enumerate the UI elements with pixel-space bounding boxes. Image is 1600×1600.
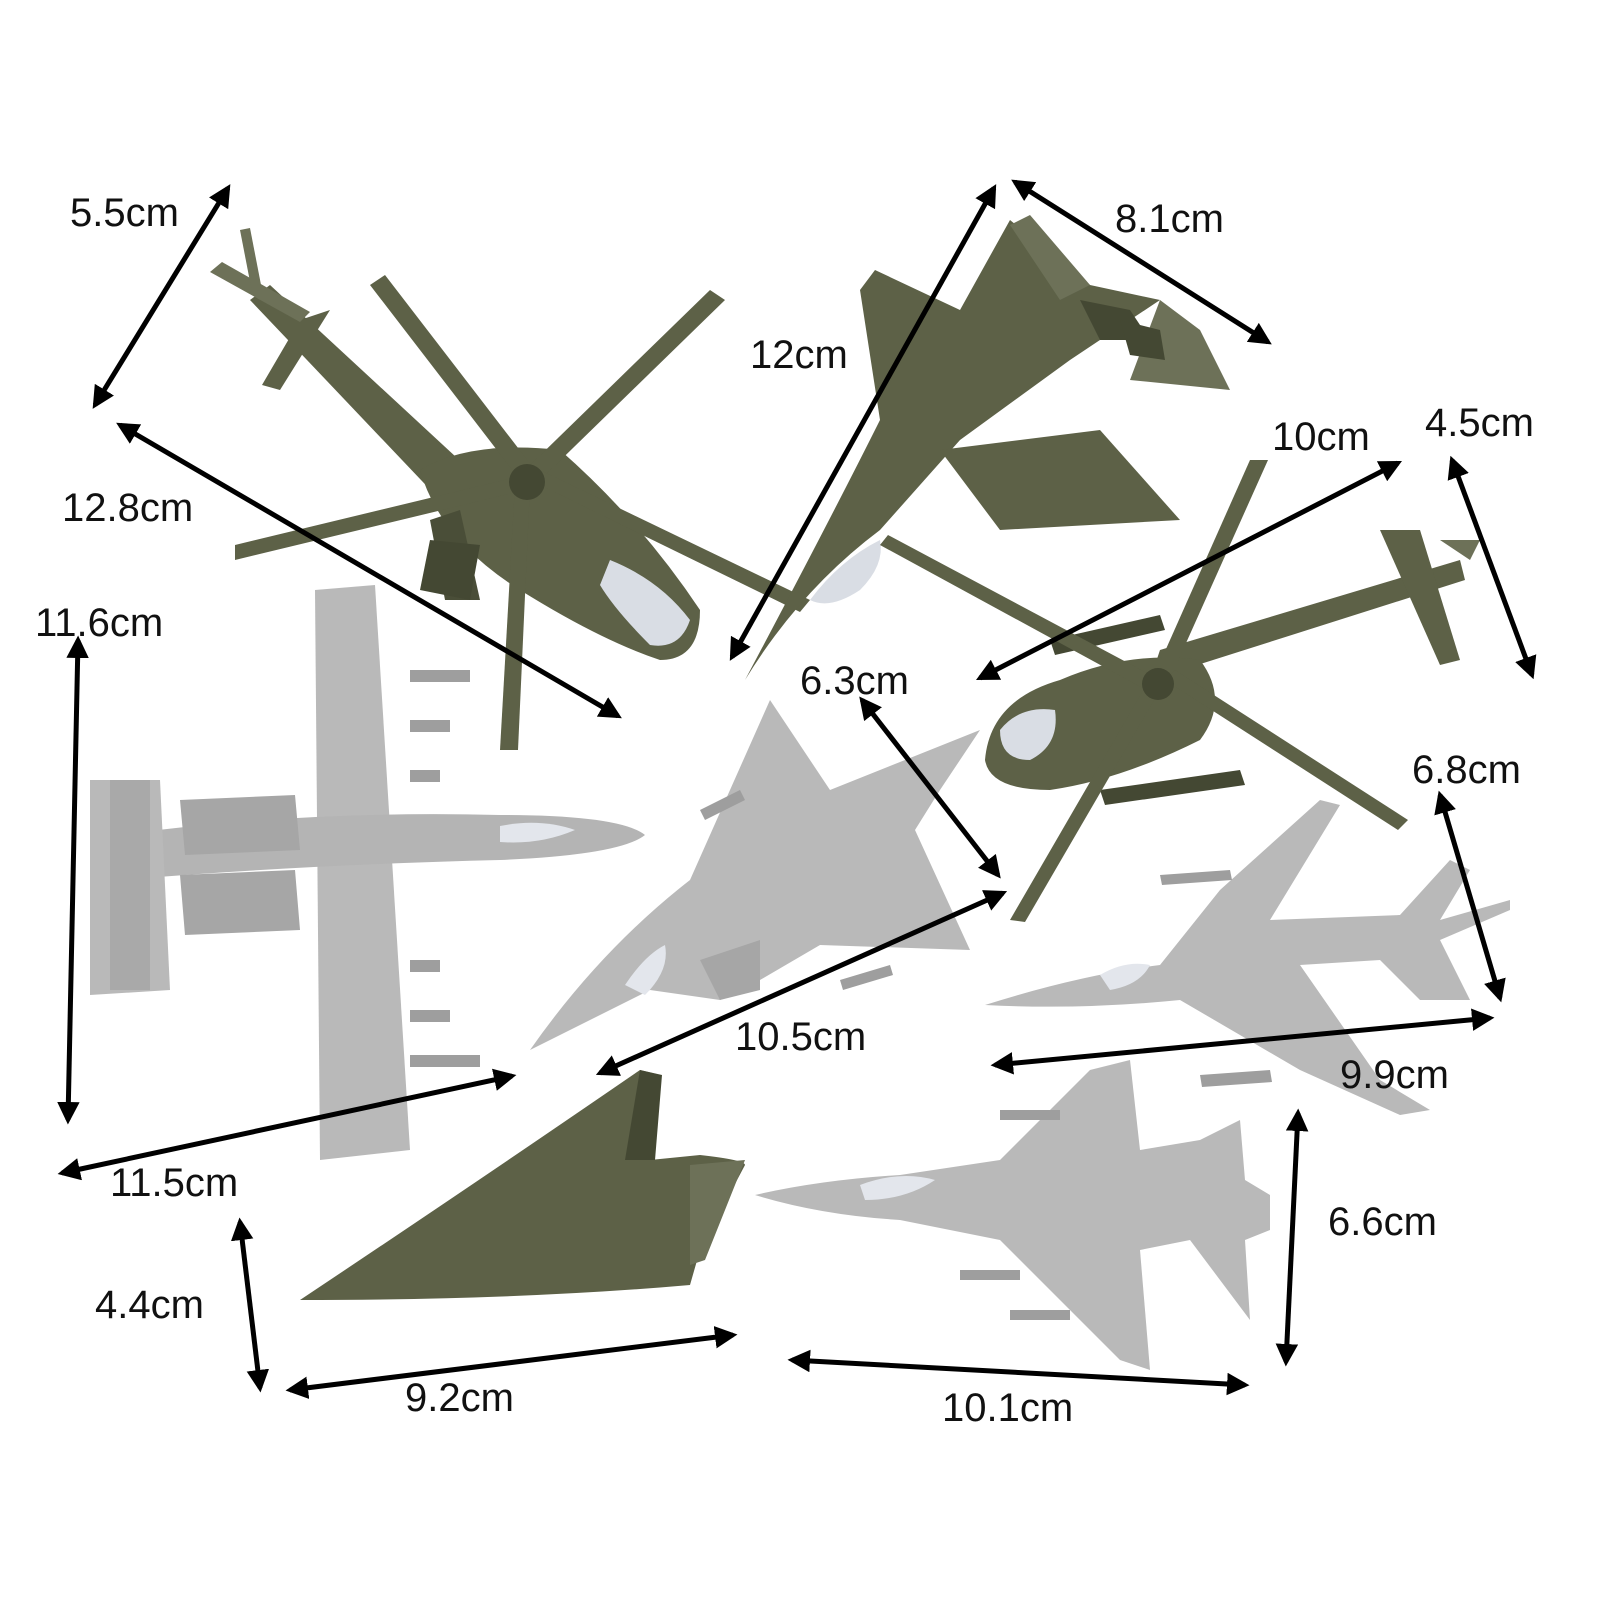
arrow-heli1-length bbox=[116, 422, 622, 719]
arrow-fighter-length bbox=[787, 1349, 1250, 1396]
label-delta-height: 6.3cm bbox=[800, 659, 909, 703]
label-fighter-length: 10.1cm bbox=[942, 1386, 1074, 1430]
arrow-stealth-wingspan bbox=[1011, 179, 1272, 345]
arrow-heli2-height bbox=[1447, 455, 1537, 680]
delta-wing-jet bbox=[530, 700, 980, 1050]
stealth-fighter bbox=[745, 215, 1230, 680]
label-attack-wingspan: 11.5cm bbox=[110, 1161, 239, 1205]
label-fighter-height: 6.6cm bbox=[1328, 1200, 1437, 1244]
ground-attack-jet bbox=[90, 585, 645, 1160]
arrow-spaceplane-length bbox=[285, 1326, 738, 1399]
label-heli1-length: 12.8cm bbox=[62, 486, 194, 530]
arrow-delta-height bbox=[859, 696, 1001, 879]
label-spaceplane-height: 4.4cm bbox=[95, 1283, 204, 1327]
arrow-swept-length bbox=[990, 1008, 1495, 1075]
label-spaceplane-length: 9.2cm bbox=[405, 1376, 514, 1420]
attack-helicopter bbox=[210, 228, 810, 750]
space-plane bbox=[300, 1070, 745, 1300]
arrow-delta-length bbox=[595, 890, 1008, 1076]
arrow-heli2-length bbox=[975, 460, 1403, 681]
label-attack-length: 11.6cm bbox=[35, 601, 164, 645]
transport-helicopter bbox=[880, 460, 1480, 922]
arrow-attack-wingspan bbox=[57, 1068, 517, 1181]
arrow-stealth-length bbox=[729, 184, 997, 661]
measurement-arrows bbox=[57, 179, 1537, 1399]
arrow-attack-length bbox=[57, 635, 89, 1125]
label-delta-length: 10.5cm bbox=[735, 1015, 867, 1059]
label-heli1-height: 5.5cm bbox=[70, 191, 179, 235]
label-heli2-length: 10cm bbox=[1272, 415, 1370, 459]
label-stealth-length: 12cm bbox=[750, 333, 848, 377]
arrow-heli1-height bbox=[92, 184, 231, 409]
label-stealth-wingspan: 8.1cm bbox=[1115, 197, 1224, 241]
arrow-fighter-height bbox=[1275, 1108, 1309, 1367]
multirole-fighter bbox=[755, 1060, 1270, 1370]
arrow-swept-height bbox=[1434, 790, 1506, 1003]
label-swept-length: 9.9cm bbox=[1340, 1053, 1449, 1097]
label-swept-height: 6.8cm bbox=[1412, 748, 1521, 792]
arrow-spaceplane-height bbox=[230, 1217, 270, 1393]
label-heli2-height: 4.5cm bbox=[1425, 401, 1534, 445]
